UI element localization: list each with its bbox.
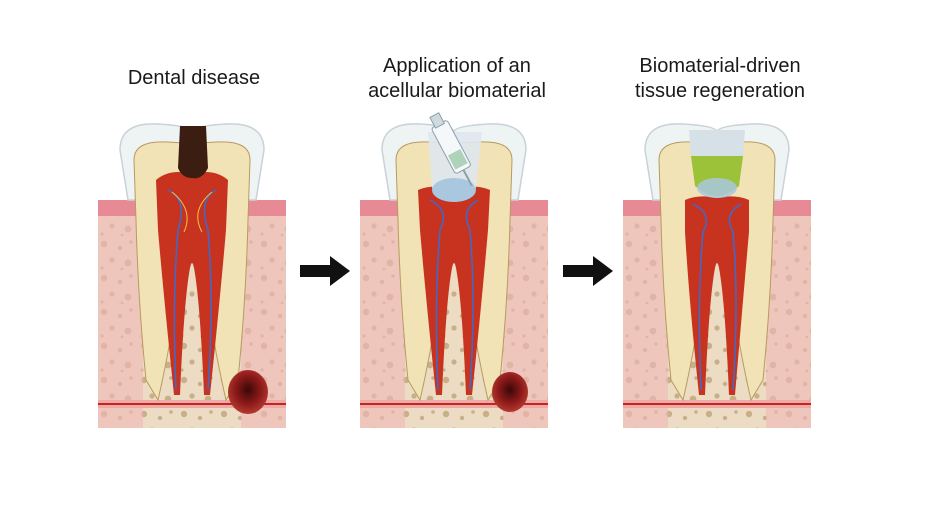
tooth-panel-biomaterial — [360, 112, 548, 428]
gum — [98, 200, 143, 428]
tooth-panel-dental-disease — [98, 123, 286, 428]
panel-title-application: Application of an acellular biomaterial — [368, 55, 546, 102]
panel-title-dental-disease: Dental disease — [127, 67, 261, 89]
restoration — [689, 130, 745, 158]
tooth-panel-regeneration — [623, 123, 811, 428]
arrow-icon — [300, 256, 350, 286]
syringe-icon — [429, 112, 473, 187]
decay-cavity — [178, 126, 208, 179]
pulp — [685, 196, 749, 395]
biomaterial-blob — [432, 178, 476, 202]
abscess — [228, 370, 268, 414]
panel-title-regeneration: Biomaterial-driven tissue regeneration — [634, 55, 806, 102]
abscess — [492, 372, 528, 412]
arrow-icon — [563, 256, 613, 286]
